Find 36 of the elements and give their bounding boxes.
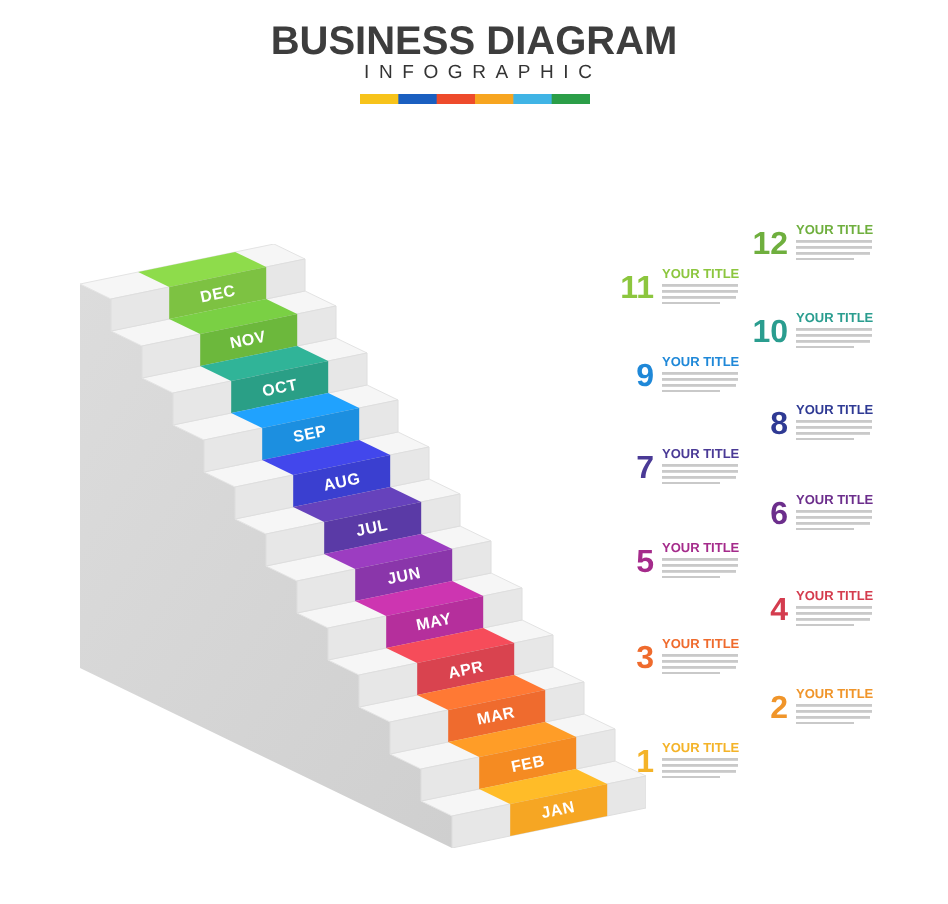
step-label: JUN (385, 562, 423, 588)
step-number: 6 (770, 500, 788, 532)
step-number: 4 (770, 596, 788, 628)
diagram-subtitle: INFOGRAPHIC (364, 64, 602, 84)
stair-step (200, 346, 330, 414)
stair-step (386, 628, 516, 696)
step-number: 8 (770, 410, 788, 442)
step-number: 11 (620, 274, 654, 306)
step-number: 1 (636, 748, 654, 780)
stair-step (448, 722, 578, 790)
stair-step (262, 440, 392, 508)
stair-step (324, 534, 454, 602)
step-label: DEC (198, 280, 237, 306)
step-number: 2 (770, 694, 788, 726)
stair-step (138, 252, 268, 320)
step-label: MAY (415, 609, 455, 635)
stair-step (168, 298, 298, 366)
step-number: 5 (636, 548, 654, 580)
step-label: JUL (355, 515, 391, 541)
stair-step (478, 768, 608, 836)
step-label: AUG (321, 468, 362, 494)
step-number: 9 (636, 362, 654, 394)
step-label: NOV (229, 327, 269, 353)
step-number: 7 (636, 454, 654, 486)
stair-step (354, 580, 484, 648)
step-label: MAR (476, 703, 518, 729)
step-label: SEP (292, 421, 330, 447)
step-number: 10 (752, 318, 788, 350)
step-number: 3 (636, 644, 654, 676)
stair-step (230, 392, 360, 460)
step-label: OCT (260, 374, 299, 400)
step-label: FEB (509, 750, 547, 776)
diagram-title: BUSINESS DIAGRAM (270, 22, 678, 62)
step-number: 12 (752, 230, 788, 262)
step-label: JAN (540, 797, 578, 823)
step-label: APR (446, 656, 485, 682)
